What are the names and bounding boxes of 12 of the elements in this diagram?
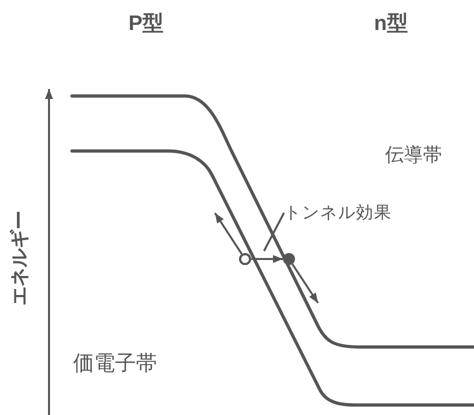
arrow [214, 212, 243, 254]
region-heading: n型 [374, 12, 408, 36]
arrow [291, 263, 319, 304]
hole-icon [238, 252, 252, 266]
callout-text: トンネル効果 [284, 203, 392, 223]
band-label: 伝導帯 [385, 145, 442, 167]
region-heading: P型 [128, 12, 164, 36]
axis-label: エネルギー [9, 210, 31, 306]
band-label: 価電子帯 [73, 352, 157, 376]
arrow [251, 255, 283, 263]
electron-icon [283, 253, 295, 265]
leader-line [263, 212, 285, 252]
